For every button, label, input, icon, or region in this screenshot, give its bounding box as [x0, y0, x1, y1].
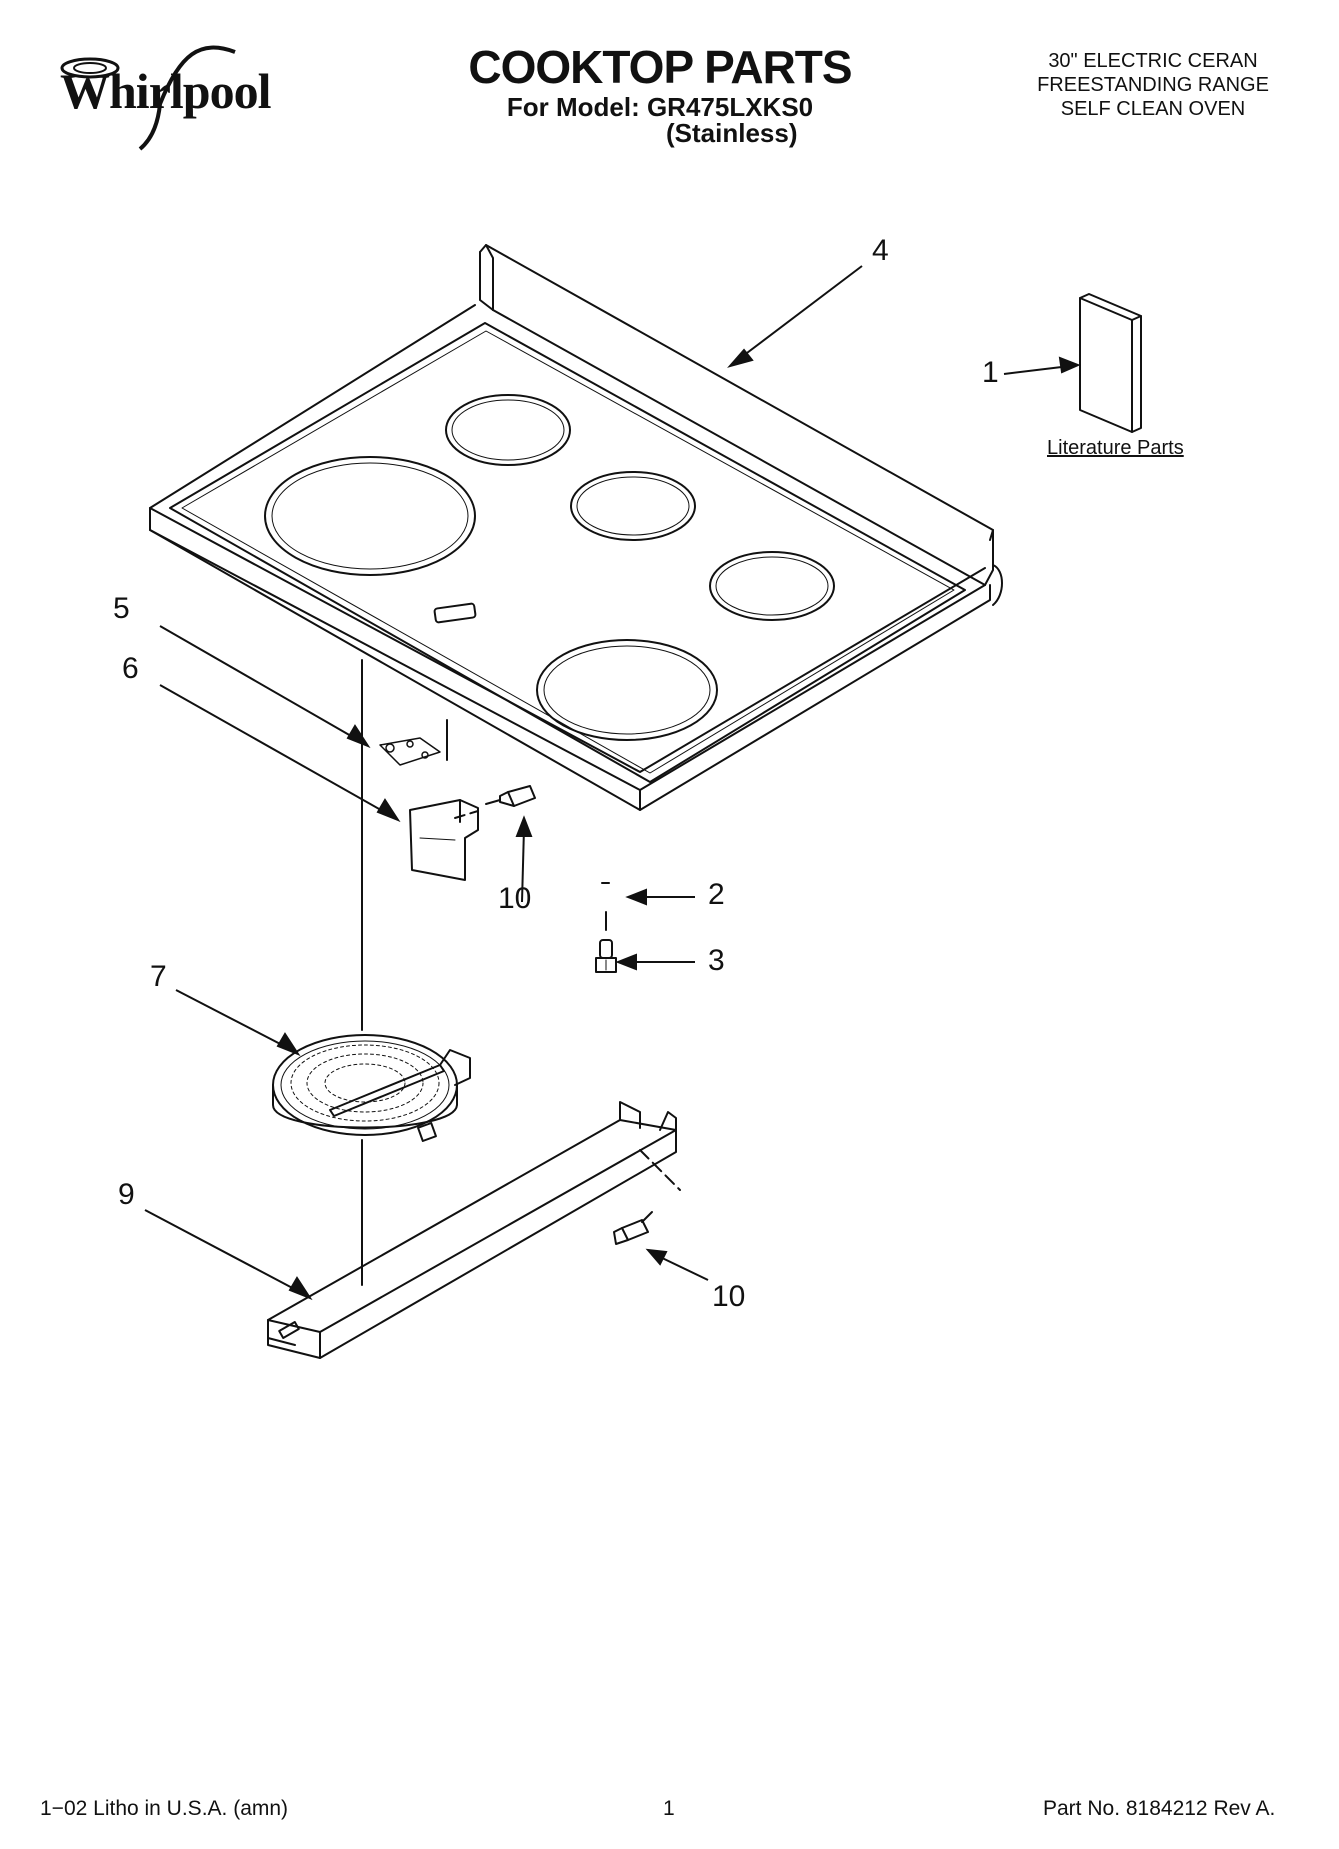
literature-booklet-part-1: [1079, 293, 1142, 433]
page-title: COOKTOP PARTS: [468, 41, 852, 93]
screw-part-10-lower: [613, 1211, 653, 1245]
footer-part-number: Part No. 8184212 Rev A.: [1043, 1797, 1276, 1820]
callout-6: 6: [122, 652, 139, 685]
model-line: For Model: GR475LXKS0: [506, 92, 814, 122]
element-support-bar-part-9: [267, 1101, 681, 1359]
callout-9: 9: [118, 1178, 135, 1211]
callout-3: 3: [708, 944, 725, 977]
cooktop-main-top-part: [149, 244, 1003, 811]
callout-2: 2: [708, 878, 725, 911]
footer-page-number: 1: [663, 1797, 675, 1820]
callout-10-upper: 10: [498, 882, 532, 915]
product-description-line-2: FREESTANDING RANGE: [1037, 74, 1269, 96]
radiant-surface-element-part-7: [272, 1034, 471, 1142]
whirlpool-logo-icon: [60, 45, 236, 151]
finish-label: (Stainless): [666, 118, 798, 148]
limiter-clip-part-5: [379, 719, 448, 766]
literature-parts-label: Literature Parts: [1047, 437, 1184, 459]
callout-5: 5: [113, 592, 130, 625]
callout-4: 4: [872, 234, 889, 267]
bracket-part-6: [409, 799, 479, 881]
brand-logo-text: Whirlpool: [60, 63, 271, 119]
callout-10-lower: 10: [712, 1280, 746, 1313]
callout-1: 1: [982, 356, 999, 389]
callout-7: 7: [150, 960, 167, 993]
product-description-line-1: 30" ELECTRIC CERAN: [1048, 50, 1258, 72]
product-description-line-3: SELF CLEAN OVEN: [1060, 98, 1246, 120]
footer-litho: 1−02 Litho in U.S.A. (amn): [40, 1797, 289, 1820]
screw-part-3: [595, 939, 617, 973]
screw-part-10-upper: [454, 785, 536, 819]
